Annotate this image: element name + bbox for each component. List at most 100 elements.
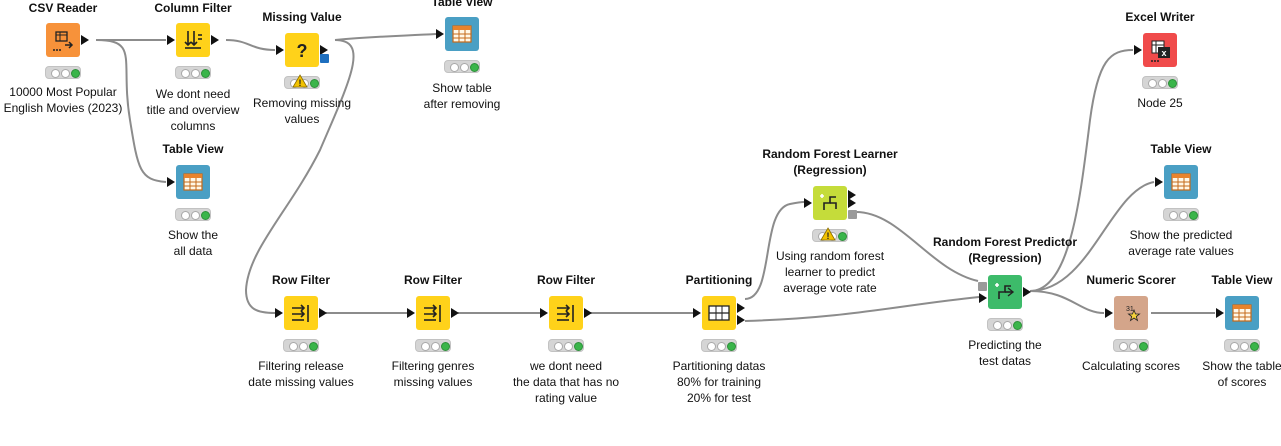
- node-n12-excel-writer[interactable]: x: [1143, 33, 1177, 67]
- connection-wire[interactable]: [225, 39, 276, 51]
- connection-wire[interactable]: [1029, 290, 1105, 314]
- node-status-indicator: [1163, 208, 1199, 221]
- connection-wire[interactable]: [1029, 181, 1155, 292]
- data-out-port[interactable]: [451, 308, 459, 318]
- node-status-indicator: [548, 339, 584, 352]
- status-executed-led: [201, 69, 210, 78]
- node-n14-numeric-scorer[interactable]: 31: [1114, 296, 1148, 330]
- data-in-port[interactable]: [1134, 45, 1142, 55]
- data-out-port[interactable]: [737, 303, 745, 313]
- data-out-port[interactable]: [211, 35, 219, 45]
- warning-icon[interactable]: !: [820, 227, 836, 241]
- connection-wire[interactable]: [1029, 49, 1134, 292]
- node-title[interactable]: Table View: [162, 142, 224, 156]
- node-annotation[interactable]: Show the table of scores: [1202, 359, 1281, 389]
- data-in-port[interactable]: [979, 293, 987, 303]
- node-annotation[interactable]: Filtering release date missing values: [248, 359, 354, 389]
- node-annotation[interactable]: We dont need title and overview columns: [146, 87, 240, 133]
- model-out-port[interactable]: [848, 210, 857, 219]
- node-n9-partitioning[interactable]: [702, 296, 736, 330]
- node-status-indicator: [175, 208, 211, 221]
- node-title[interactable]: CSV Reader: [28, 1, 98, 15]
- data-out-port[interactable]: [320, 45, 328, 55]
- data-out-port[interactable]: [81, 35, 89, 45]
- node-n5-table-view[interactable]: [176, 165, 210, 199]
- data-in-port[interactable]: [275, 308, 283, 318]
- node-annotation[interactable]: Partitioning datas 80% for training 20% …: [672, 359, 766, 405]
- node-status-indicator: [701, 339, 737, 352]
- node-annotation[interactable]: we dont need the data that has no rating…: [512, 359, 620, 405]
- node-n15-table-view[interactable]: [1225, 296, 1259, 330]
- data-in-port[interactable]: [1105, 308, 1113, 318]
- node-annotation[interactable]: Show table after removing: [423, 81, 501, 111]
- node-title[interactable]: Column Filter: [154, 1, 232, 15]
- node-title[interactable]: Missing Value: [262, 10, 342, 24]
- data-out-port[interactable]: [737, 315, 745, 325]
- node-n8-row-filter[interactable]: [549, 296, 583, 330]
- connection-wire[interactable]: [244, 39, 355, 314]
- node-n4-table-view[interactable]: [445, 17, 479, 51]
- data-out-port[interactable]: [848, 198, 856, 208]
- node-title[interactable]: Row Filter: [271, 273, 331, 287]
- connection-wire[interactable]: [744, 296, 980, 322]
- table-view-icon: [1171, 173, 1191, 191]
- node-status-indicator: [45, 66, 81, 79]
- node-annotation[interactable]: Node 25: [1137, 96, 1183, 110]
- node-title[interactable]: Random Forest Learner (Regression): [762, 147, 898, 177]
- status-led: [181, 69, 190, 78]
- data-in-port[interactable]: [167, 35, 175, 45]
- node-annotation[interactable]: Filtering genres missing values: [391, 359, 475, 389]
- data-out-port[interactable]: [1023, 287, 1031, 297]
- data-in-port[interactable]: [167, 177, 175, 187]
- node-annotation[interactable]: Show the all data: [167, 228, 219, 258]
- warning-icon[interactable]: !: [292, 74, 308, 88]
- node-title[interactable]: Excel Writer: [1125, 10, 1195, 24]
- node-annotation[interactable]: Removing missing values: [252, 96, 352, 126]
- svg-text:!: !: [299, 78, 302, 88]
- data-in-port[interactable]: [436, 29, 444, 39]
- data-in-port[interactable]: [1155, 177, 1163, 187]
- node-title[interactable]: Numeric Scorer: [1086, 273, 1176, 287]
- node-annotation[interactable]: Show the predicted average rate values: [1128, 228, 1234, 258]
- data-in-port[interactable]: [804, 198, 812, 208]
- node-n3-missing-value[interactable]: ?: [285, 33, 319, 67]
- node-title[interactable]: Table View: [1211, 273, 1273, 287]
- data-in-port[interactable]: [540, 308, 548, 318]
- model-in-port[interactable]: [978, 282, 987, 291]
- node-title[interactable]: Partitioning: [685, 273, 753, 287]
- node-n7-row-filter[interactable]: [416, 296, 450, 330]
- node-annotation[interactable]: Calculating scores: [1081, 359, 1181, 373]
- node-n10-random-forest-learner[interactable]: [813, 186, 847, 220]
- status-led: [1119, 342, 1128, 351]
- data-in-port[interactable]: [407, 308, 415, 318]
- connection-wire[interactable]: [95, 39, 167, 183]
- node-annotation[interactable]: Predicting the test datas: [968, 338, 1042, 368]
- data-out-port[interactable]: [319, 308, 327, 318]
- node-title[interactable]: Row Filter: [403, 273, 463, 287]
- node-title[interactable]: Row Filter: [536, 273, 596, 287]
- flow-variable-port[interactable]: [320, 54, 329, 63]
- connection-wire[interactable]: [855, 211, 979, 282]
- connection-wire[interactable]: [334, 33, 437, 41]
- node-n2-column-filter[interactable]: [176, 23, 210, 57]
- status-led: [1129, 342, 1138, 351]
- node-title[interactable]: Table View: [431, 0, 493, 9]
- node-annotation[interactable]: 10000 Most Popular English Movies (2023): [3, 85, 123, 115]
- data-in-port[interactable]: [1216, 308, 1224, 318]
- data-out-port[interactable]: [584, 308, 592, 318]
- table-view-icon: [1232, 304, 1252, 322]
- node-n1-csv-reader[interactable]: [46, 23, 80, 57]
- node-n13-table-view[interactable]: [1164, 165, 1198, 199]
- connection-wire[interactable]: [744, 201, 805, 300]
- data-out-port[interactable]: [848, 190, 856, 200]
- data-in-port[interactable]: [276, 45, 284, 55]
- node-title[interactable]: Random Forest Predictor (Regression): [932, 235, 1078, 265]
- node-n6-row-filter[interactable]: [284, 296, 318, 330]
- node-n11-random-forest-predictor[interactable]: [988, 275, 1022, 309]
- data-in-port[interactable]: [693, 308, 701, 318]
- node-title[interactable]: Table View: [1150, 142, 1212, 156]
- status-led: [431, 342, 440, 351]
- status-executed-led: [71, 69, 80, 78]
- node-annotation[interactable]: Using random forest learner to predict a…: [775, 249, 885, 295]
